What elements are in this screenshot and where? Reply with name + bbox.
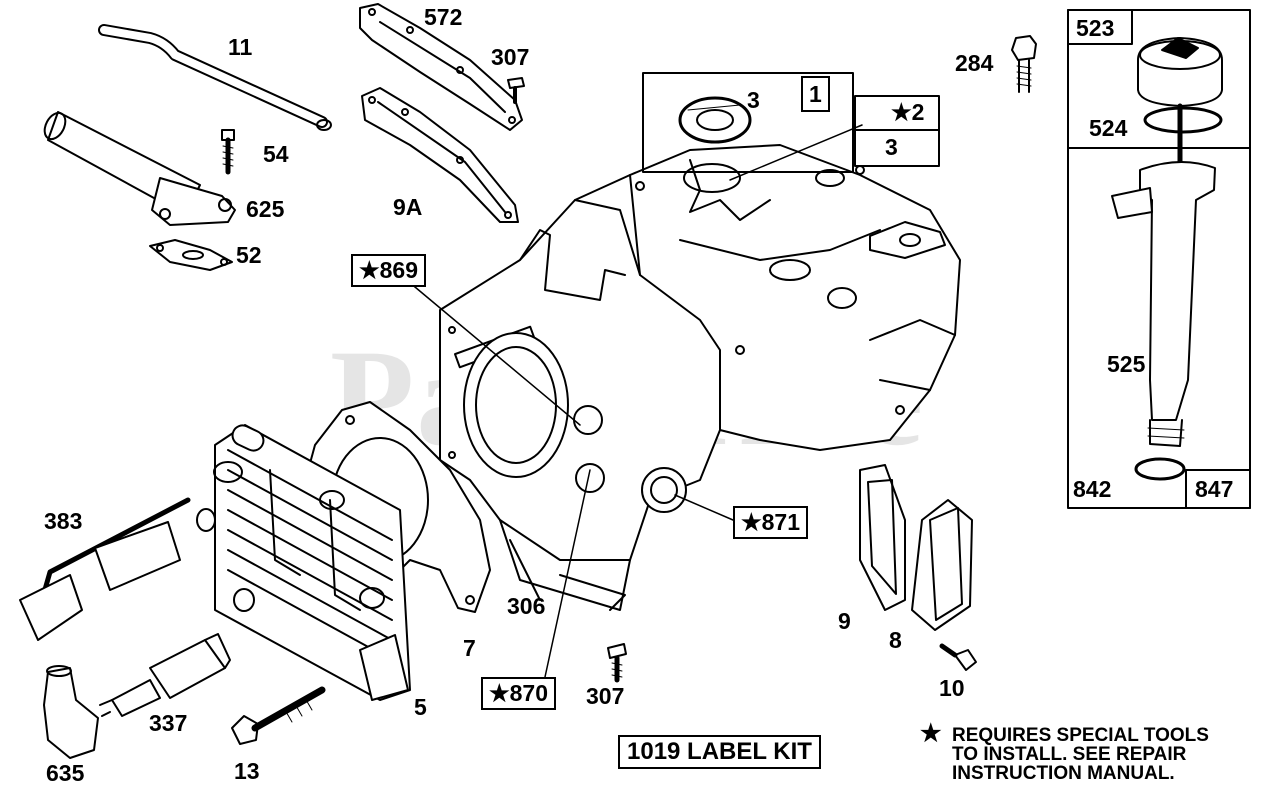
spark-plug-wrench [19,497,191,641]
callout-2: 2 [891,99,925,125]
callout-10: 10 [939,675,965,701]
leader-lines [408,124,863,678]
callout-869-label: 869 [379,257,418,283]
screw-54 [221,129,235,175]
callout-13: 13 [234,758,260,784]
star-icon: ★ [920,720,942,747]
gasket-9A [361,87,519,223]
spark-plug [99,633,231,717]
dipstick-box [1067,9,1251,509]
callout-524: 524 [1089,115,1128,141]
callout-871-label: 871 [761,509,800,535]
valve-cover-gasket [859,464,906,611]
callout-870: 870 [481,677,556,710]
valve-cover [911,499,973,631]
callout-1-label: 1 [801,76,830,112]
callout-572: 572 [424,4,463,30]
callout-307-top: 307 [491,44,530,70]
callout-52: 52 [236,242,262,268]
cylinder-block [439,144,961,611]
callout-1: 1 [801,76,830,112]
breather-tube [98,24,332,131]
callout-307-bottom: 307 [586,683,625,709]
callout-869: 869 [351,254,426,287]
callout-2-label: 2 [911,99,925,125]
screw-10 [939,643,977,671]
callout-870-label: 870 [509,680,548,706]
screw-307-top [507,77,525,104]
head-bolt [231,686,326,745]
plug-284 [1011,35,1037,93]
callout-3-seal: 3 [747,87,760,113]
callout-54: 54 [263,141,289,167]
label-kit: 1019 LABEL KIT [618,735,821,769]
cylinder-head [196,424,411,701]
callout-871: 871 [733,506,808,539]
callout-9: 9 [838,608,851,634]
callout-525: 525 [1107,351,1146,377]
special-tools-note: ★ REQUIRES SPECIAL TOOLS TO INSTALL. SEE… [920,720,1209,784]
callout-337: 337 [149,710,188,736]
callout-635: 635 [46,760,85,786]
note-text: REQUIRES SPECIAL TOOLS TO INSTALL. SEE R… [952,725,1209,784]
callout-11: 11 [228,34,253,60]
breather-cover-572 [359,3,523,131]
breather-assembly [43,111,236,226]
callout-383: 383 [44,508,83,534]
screw-307-bottom [607,643,627,683]
callout-3-kit: 3 [885,134,898,160]
oil-seal [678,96,752,144]
callout-9A: 9A [393,194,423,220]
callout-8: 8 [889,627,902,653]
spark-plug-boot [43,665,99,759]
gasket-52 [149,239,233,271]
callout-842: 842 [1073,476,1112,502]
callout-306: 306 [507,593,546,619]
callout-523: 523 [1076,15,1115,41]
callout-7: 7 [463,635,476,661]
callout-847: 847 [1195,476,1234,502]
callout-625: 625 [246,196,285,222]
callout-5: 5 [414,694,427,720]
callout-284: 284 [955,50,994,76]
